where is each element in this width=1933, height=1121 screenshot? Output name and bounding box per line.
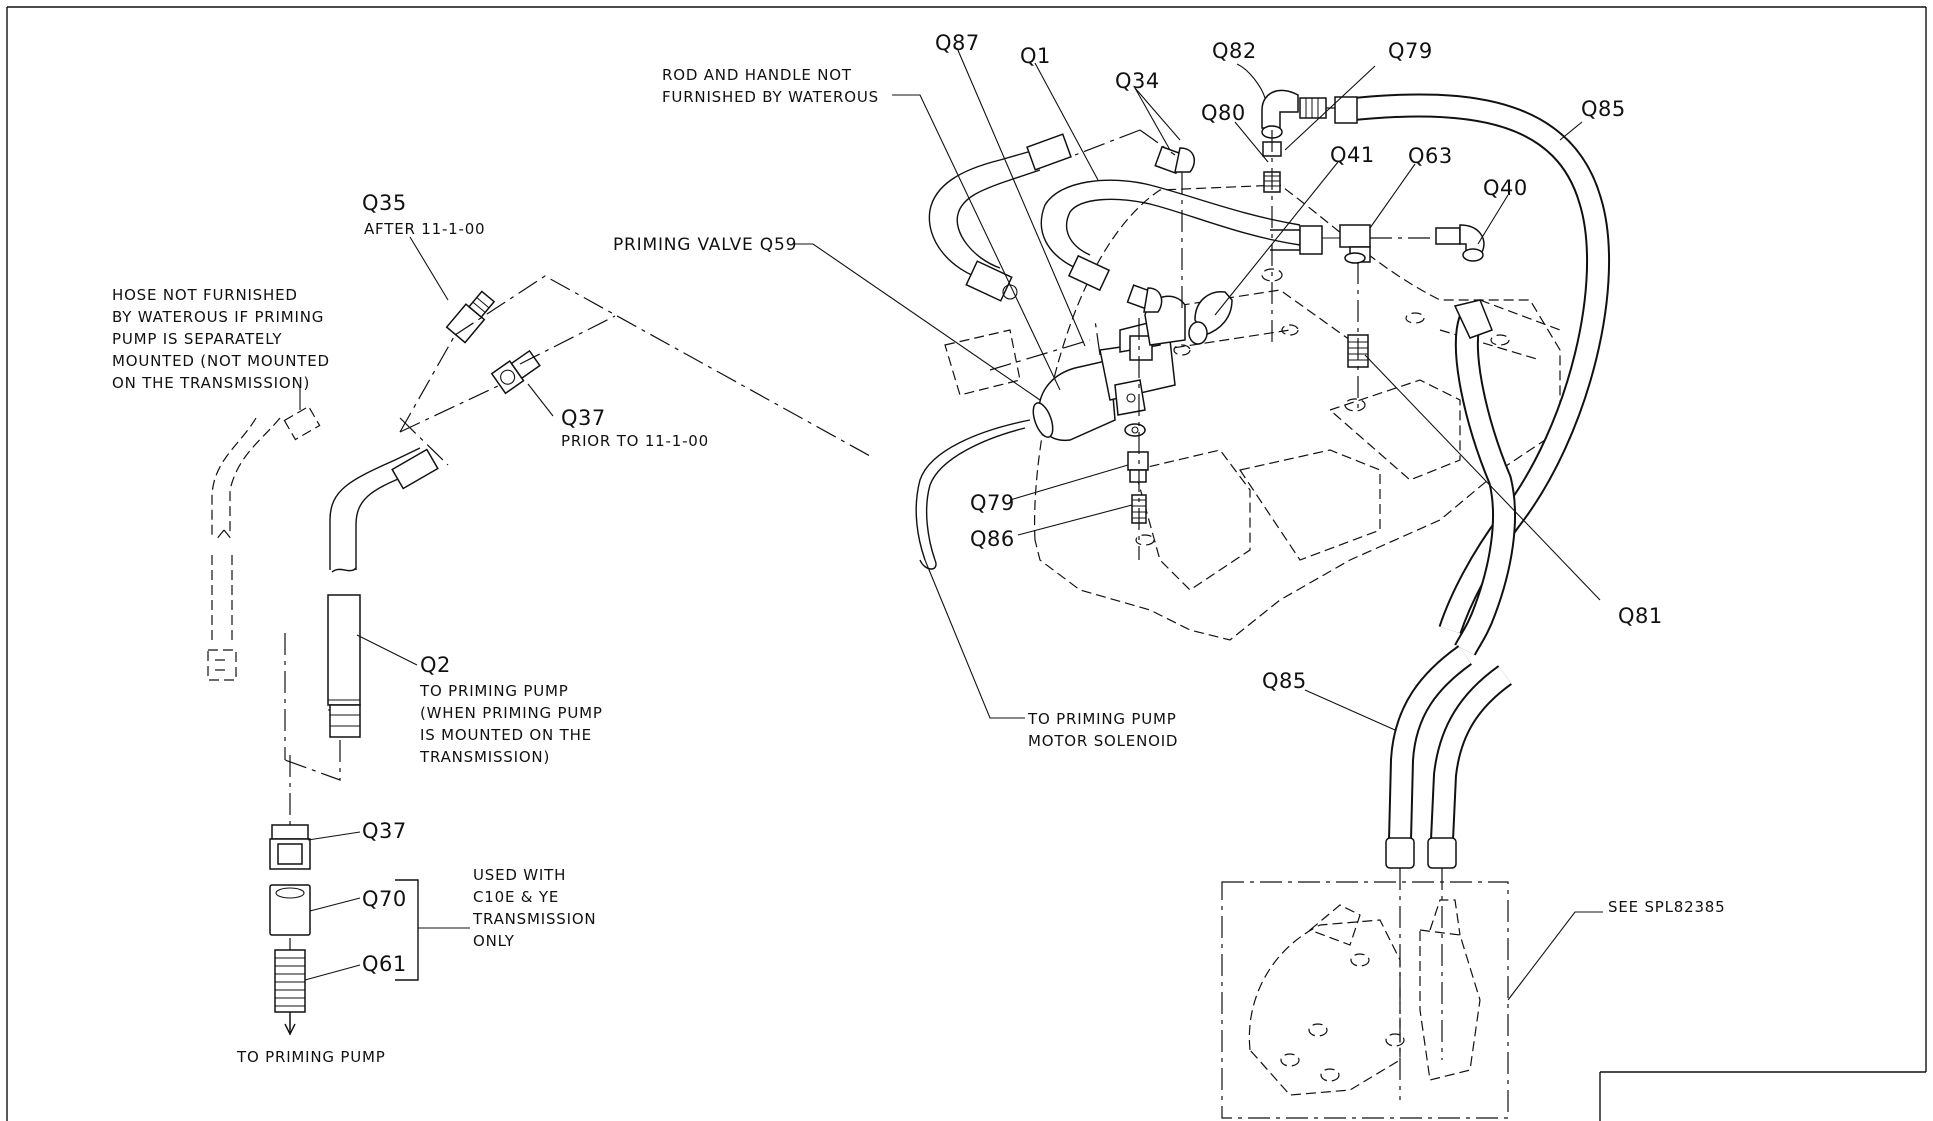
label-q85-top: Q85	[1581, 97, 1626, 121]
label-q35-note: AFTER 11-1-00	[364, 220, 485, 238]
label-q82: Q82	[1212, 39, 1257, 63]
label-q81: Q81	[1618, 604, 1663, 628]
note-solenoid-2: MOTOR SOLENOID	[1028, 732, 1178, 750]
label-q37-low: Q37	[362, 819, 407, 843]
label-q61: Q61	[362, 952, 407, 976]
label-see-spl82385: SEE SPL82385	[1608, 898, 1726, 916]
label-q87: Q87	[935, 31, 980, 55]
note-q2-4: TRANSMISSION)	[419, 748, 550, 766]
note-hose-5: ON THE TRANSMISSION)	[112, 374, 310, 392]
label-q37-mid: Q37	[561, 406, 606, 430]
label-q37-note: PRIOR TO 11-1-00	[561, 432, 709, 450]
label-q2: Q2	[420, 653, 451, 677]
label-q63: Q63	[1408, 144, 1453, 168]
note-hose-3: PUMP IS SEPARATELY	[112, 330, 282, 348]
callout-labels: Q87 Q1 Q34 Q82 Q79 Q80 Q41 Q63 Q40 Q85 Q…	[362, 31, 1726, 976]
note-used-with-2: C10E & YE	[473, 888, 559, 906]
label-q35: Q35	[362, 191, 407, 215]
note-hose-4: MOUNTED (NOT MOUNTED	[112, 352, 330, 370]
label-q70: Q70	[362, 887, 407, 911]
label-q79-mid: Q79	[970, 491, 1015, 515]
left-hose-assembly	[207, 275, 871, 1036]
label-q40: Q40	[1483, 176, 1528, 200]
note-used-with-3: TRANSMISSION	[472, 910, 596, 928]
label-q86: Q86	[970, 527, 1015, 551]
drawing-border	[6, 6, 1927, 1121]
note-labels: ROD AND HANDLE NOT FURNISHED BY WATEROUS…	[112, 66, 1178, 1066]
priming-valve-assembly	[915, 89, 1611, 1119]
label-q41: Q41	[1330, 143, 1375, 167]
note-q2-1: TO PRIMING PUMP	[419, 682, 569, 700]
leader-lines	[299, 47, 1603, 1001]
note-used-with-4: ONLY	[473, 932, 515, 950]
label-q85-low: Q85	[1262, 669, 1307, 693]
note-to-priming-pump: TO PRIMING PUMP	[236, 1048, 386, 1066]
note-hose-1: HOSE NOT FURNISHED	[112, 286, 298, 304]
note-solenoid-1: TO PRIMING PUMP	[1027, 710, 1177, 728]
note-q2-3: IS MOUNTED ON THE	[420, 726, 592, 744]
label-q80: Q80	[1201, 101, 1246, 125]
note-rod-handle-1: ROD AND HANDLE NOT	[662, 66, 852, 84]
label-priming-valve-q59: PRIMING VALVE Q59	[613, 235, 797, 255]
note-rod-handle-2: FURNISHED BY WATEROUS	[662, 88, 879, 106]
label-q1: Q1	[1020, 44, 1051, 68]
note-used-with-1: USED WITH	[473, 866, 566, 884]
note-hose-2: BY WATEROUS IF PRIMING	[112, 308, 324, 326]
label-q34: Q34	[1115, 69, 1160, 93]
note-q2-2: (WHEN PRIMING PUMP	[420, 704, 603, 722]
label-q79-top: Q79	[1388, 39, 1433, 63]
